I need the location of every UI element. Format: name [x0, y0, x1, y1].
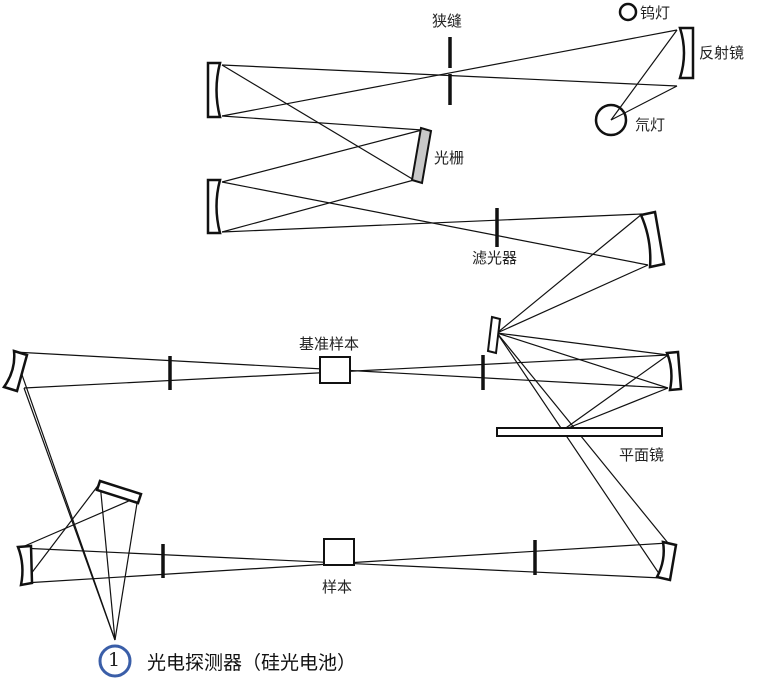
sample-box	[323, 538, 355, 566]
detector-label: 光电探测器（硅光电池）	[147, 652, 357, 674]
reflector-label: 反射镜	[699, 44, 745, 62]
flat-mirror-label: 平面镜	[619, 446, 665, 464]
turning-mirror	[639, 210, 666, 269]
deuterium-lamp-label: 氘灯	[635, 116, 666, 134]
reflector-mirror	[678, 26, 695, 80]
light-rays	[13, 29, 678, 641]
reference-left-mirror	[1, 349, 29, 393]
flat-mirror	[496, 427, 663, 437]
deuterium-lamp	[594, 103, 628, 137]
reference-sample-box	[319, 356, 351, 384]
focusing-mirror	[206, 178, 222, 235]
grating	[410, 126, 433, 185]
tungsten-lamp	[618, 2, 638, 22]
beam-splitter-mirror	[486, 315, 502, 355]
reference-sample-label: 基准样本	[299, 335, 360, 353]
collimating-mirror	[206, 61, 222, 119]
detector-mirror	[95, 479, 143, 505]
sample-left-mirror	[16, 544, 34, 587]
tungsten-lamp-label: 钨灯	[640, 4, 671, 22]
sample-right-mirror	[655, 540, 678, 582]
grating-label: 光栅	[434, 149, 465, 167]
slit-label: 狭缝	[432, 12, 463, 30]
sample-label: 样本	[322, 578, 353, 596]
filter-label: 滤光器	[472, 249, 518, 267]
detector-number-circle	[98, 644, 132, 678]
reference-right-mirror	[665, 350, 683, 392]
detector-number: 1	[108, 649, 121, 671]
